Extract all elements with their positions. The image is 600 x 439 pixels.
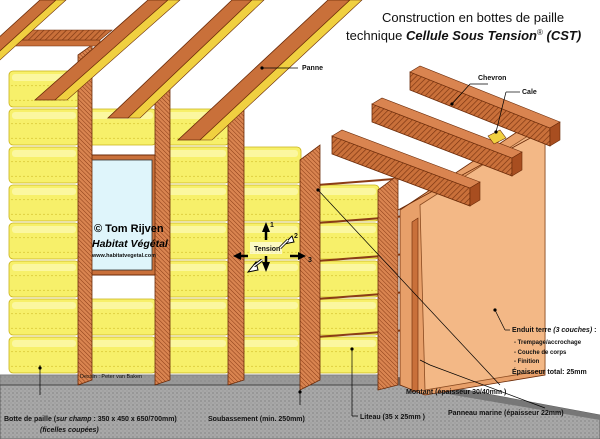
straw-bale-highlight (162, 226, 226, 233)
timber-frame (7, 29, 399, 391)
straw-bale-highlight (308, 340, 376, 347)
credit-author: © Tom Rijven (94, 223, 164, 235)
straw-bale-highlight (308, 188, 376, 195)
arrow-up-icon (262, 222, 270, 232)
straw-bale-highlight (308, 264, 376, 271)
straw-bale-highlight (308, 302, 376, 309)
title-line-1: Construction en bottes de paille (382, 10, 564, 25)
straw-bale-highlight (308, 226, 376, 233)
panne-rafter-3 (176, 0, 351, 141)
straw-bale-highlight (236, 340, 298, 347)
straw-bale-highlight (12, 112, 76, 119)
straw-bale-highlight (162, 302, 226, 309)
montant-3 (227, 104, 245, 386)
liteau-edge (411, 217, 419, 393)
montant-5 (77, 44, 93, 386)
arrow-right-icon (298, 252, 306, 260)
straw-bale-highlight (12, 150, 76, 157)
label-enduit-layer-2: - Couche de corps (514, 350, 567, 356)
straw-bale-highlight (162, 188, 226, 195)
window-opening (81, 154, 158, 276)
straw-bale-highlight (12, 188, 76, 195)
tension-number-2: 2 (294, 233, 298, 240)
arrow-left-icon (233, 252, 241, 260)
label-liteau: Liteau (35 x 25mm ) (360, 414, 425, 421)
straw-bale-highlight (162, 150, 226, 157)
arrow-down-icon (262, 262, 270, 272)
label-soubassement: Soubassement (min. 250mm) (208, 416, 305, 423)
straw-bale-highlight (12, 226, 76, 233)
tension-arrows: Tension 1 3 2 (233, 222, 312, 273)
label-enduit-layer-1: - Trempage/accrochage (514, 340, 582, 346)
roof-rafters (0, 0, 363, 141)
tension-number-3: 3 (308, 257, 312, 264)
straw-bale-highlight (236, 302, 298, 309)
tension-number-1: 1 (270, 222, 274, 229)
label-panneau: Panneau marine (épaisseur 22mm) (448, 410, 564, 417)
leader-lines (39, 67, 546, 417)
straw-bale-wall (8, 70, 421, 374)
credit-block: © Tom Rijven Habitat Végétal www.habitat… (80, 223, 169, 380)
straw-bale-highlight (162, 264, 226, 271)
label-enduit-layer-3: - Finition (514, 359, 540, 365)
label-botte: Botte de paille (sur champ : 350 x 450 x… (4, 416, 177, 423)
label-enduit-total: Épaisseur total: 25mm (512, 367, 587, 376)
straw-bale-highlight (12, 340, 76, 347)
credit-org: Habitat Végétal (92, 238, 169, 250)
straw-bale-highlight (162, 340, 226, 347)
label-enduit: Enduit terre (3 couches) : (512, 327, 596, 334)
label-montant: Montant (épaisseur 30/40mm ) (406, 389, 506, 396)
label-panne: Panne (302, 65, 323, 72)
credit-design: Dessin : Peter van Baken (80, 374, 142, 380)
label-ficelles: (ficelles coupées) (40, 427, 99, 434)
label-chevron: Chevron (478, 75, 506, 82)
tension-label: Tension (254, 246, 280, 253)
straw-bale-highlight (236, 188, 298, 195)
straw-bale-highlight (12, 302, 76, 309)
straw-bale-highlight (86, 340, 153, 347)
straw-bale-highlight (86, 302, 153, 309)
credit-url: www.habitatvegetal.com (91, 253, 156, 259)
chevron-beams (331, 65, 561, 207)
montant-1 (299, 144, 321, 391)
title-line-2: technique Cellule Sous Tension® (CST) (346, 28, 581, 43)
straw-bale-highlight (236, 150, 298, 157)
label-cale: Cale (522, 89, 537, 96)
diagram-title: Construction en bottes de paille techniq… (346, 10, 581, 43)
component-labels: Panne Chevron Cale Enduit terre (3 couch… (4, 65, 596, 434)
montant-2 (377, 174, 399, 391)
straw-bale-highlight (12, 264, 76, 271)
